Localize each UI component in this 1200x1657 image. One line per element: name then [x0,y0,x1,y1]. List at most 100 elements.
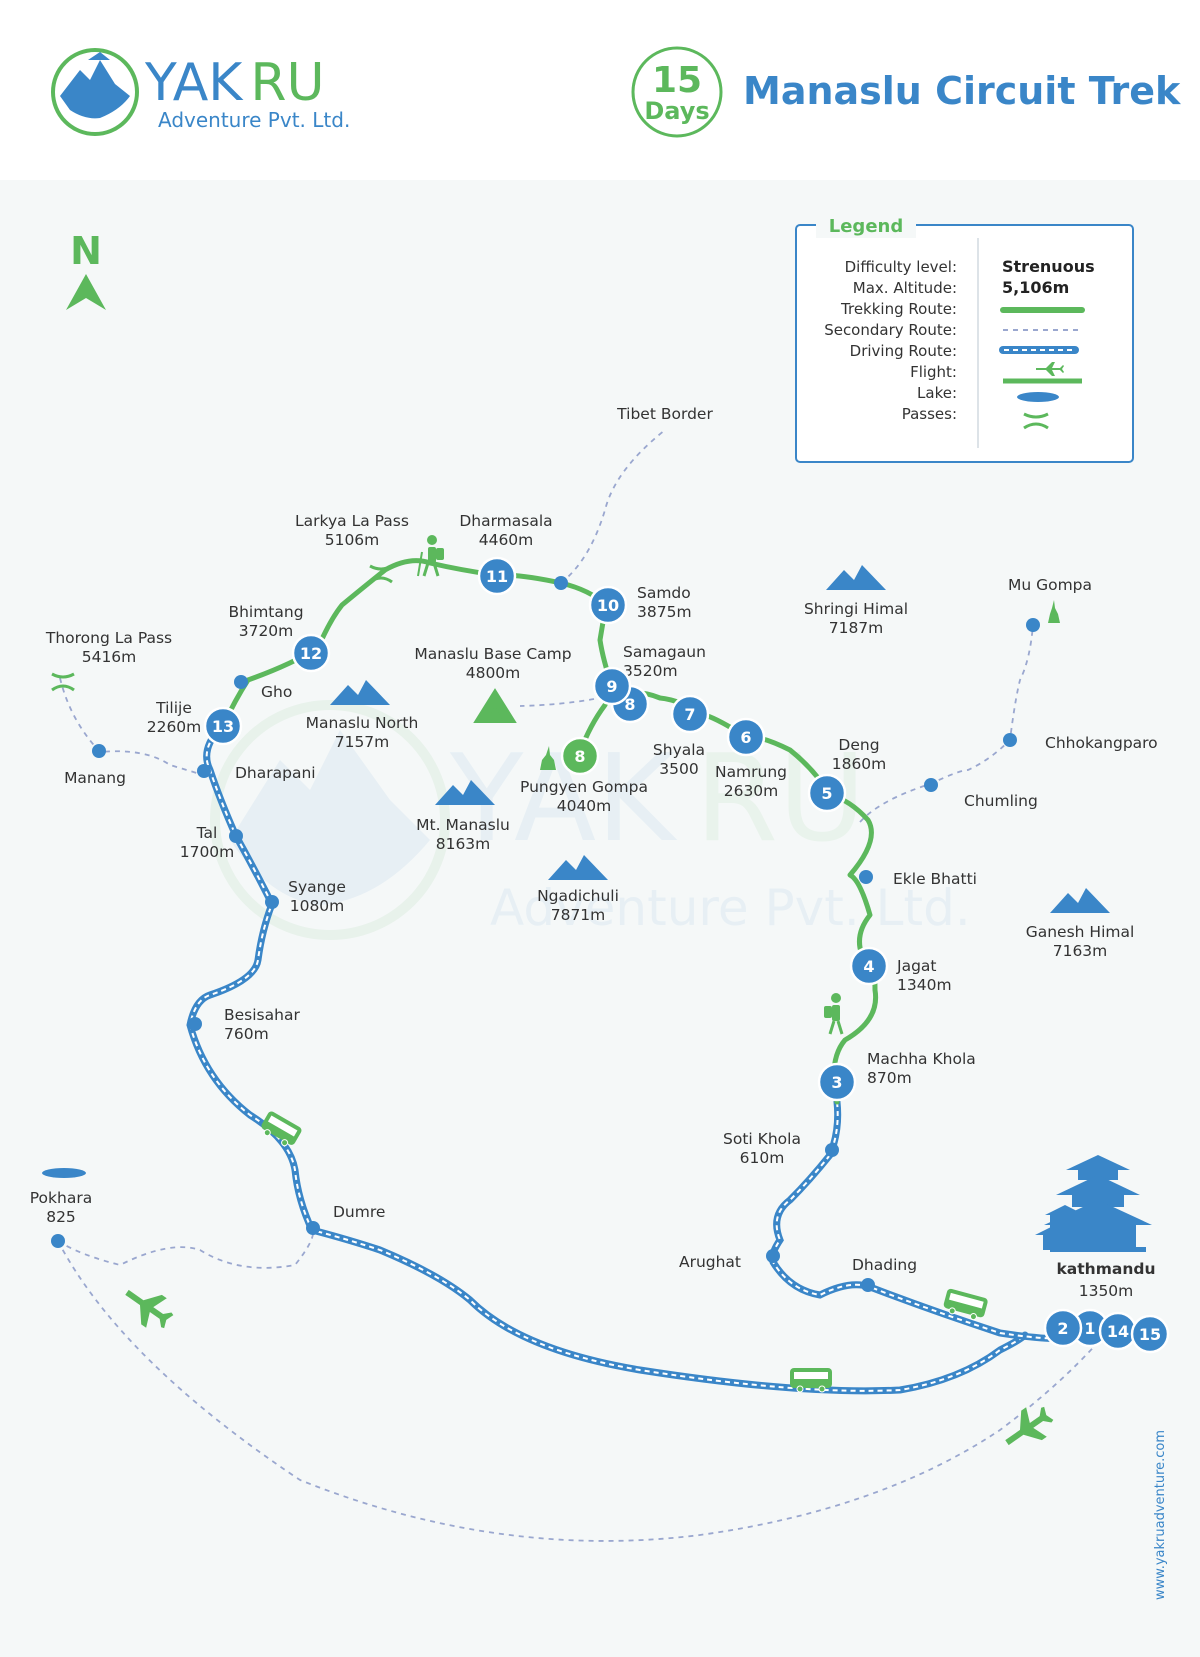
place-bhimtang-altitude: 3720m [239,622,294,640]
legend-value-0: Strenuous [1002,257,1095,276]
dot-pokhara [51,1234,65,1248]
day-marker-number: 11 [486,567,508,586]
days-number: 15 [652,60,702,101]
dot-chhokangparo [1003,733,1017,747]
place-bhimtang-name: Bhimtang [228,603,303,621]
place-manaslunorth-name: Manaslu North [306,714,419,732]
place-samagaun-name: Samagaun [623,643,706,661]
place-shyala-altitude: 3500 [659,760,698,778]
day-marker-number: 15 [1139,1325,1161,1344]
place-mtmanaslu-name: Mt. Manaslu [416,816,510,834]
place-machha-name: Machha Khola [867,1050,976,1068]
day-marker-number: 9 [606,677,617,696]
day-marker-circle [817,1062,857,1102]
day-marker-d5: 5 [807,773,847,813]
place-tal-name: Tal [196,824,218,842]
place-pokhara-altitude: 825 [46,1208,76,1226]
day-marker-d3: 3 [817,1062,857,1102]
place-arughat-name: Arughat [679,1253,741,1271]
legend-key-7: Passes: [902,405,957,423]
place-besisahar-altitude: 760m [224,1025,269,1043]
day-marker-number: 4 [863,957,874,976]
day-marker-circle [291,633,331,673]
day-marker-d10: 10 [588,585,628,625]
place-soti-name: Soti Khola [723,1130,801,1148]
north-letter: N [70,229,102,273]
day-marker-d12: 12 [291,633,331,673]
watermark-mountain-icon [230,730,430,905]
place-mtmanaslu-altitude: 8163m [436,835,491,853]
dot-ekle-bhatti [859,870,873,884]
day-marker-circle [203,706,243,746]
legend-key-2: Trekking Route: [840,300,957,318]
day-marker-circle [1043,1308,1083,1348]
dot-manang [92,744,106,758]
dot-dhading [861,1278,875,1292]
place-shringi-altitude: 7187m [829,619,884,637]
place-pungyen-name: Pungyen Gompa [520,778,648,796]
dot-mu-gompa [1026,618,1040,632]
legend-lake-icon [1017,392,1059,402]
day-marker-circle [670,694,710,734]
mountain-shringi-icon [826,565,886,590]
dot-tal [229,829,243,843]
dot-chumling [924,778,938,792]
legend-title: Legend [829,216,903,237]
day-marker-number: 13 [212,717,234,736]
lake-pokhara-icon [42,1168,86,1178]
place-samagaun-altitude: 3520m [623,662,678,680]
north-arrow-icon [66,274,106,310]
place-larkya-name: Larkya La Pass [295,512,409,530]
place-thorong-altitude: 5416m [82,648,137,666]
waypoint-dots [51,576,1040,1292]
place-tilije-altitude: 2260m [147,718,202,736]
place-deng-name: Deng [838,736,879,754]
bus-dhading-icon [943,1288,988,1321]
page-title: Manaslu Circuit Trek [743,69,1181,113]
dot-dharapani [197,764,211,778]
place-namrung-name: Namrung [715,763,787,781]
dot-gho [234,675,248,689]
place-ganesh-name: Ganesh Himal [1026,923,1135,941]
place-manaslunorth-altitude: 7157m [335,733,390,751]
place-deng-altitude: 1860m [832,755,887,773]
north-compass: N [66,229,106,310]
place-namrung-altitude: 2630m [724,782,779,800]
logo-mountain-icon [60,60,130,119]
place-dumre-name: Dumre [333,1203,385,1221]
day-marker-number: 14 [1107,1322,1129,1341]
legend-key-4: Driving Route: [850,342,957,360]
logo-peak-icon [88,52,110,60]
kathmandu-temple-icon [1035,1155,1152,1252]
legend-key-3: Secondary Route: [824,321,957,339]
place-manaslubc-altitude: 4800m [466,664,521,682]
brand-name-part1: YAK [144,53,244,113]
gompa-mu-icon [1048,600,1060,623]
place-gho-name: Gho [261,683,292,701]
mountain-ngadichuli-icon [548,855,608,880]
place-larkya-altitude: 5106m [325,531,380,549]
place-dhading-name: Dhading [852,1256,917,1274]
dot-dharmasala-junction [554,576,568,590]
place-samdo-name: Samdo [637,584,691,602]
day-marker-circle [560,736,600,776]
day-marker-d7: 7 [670,694,710,734]
legend-key-1: Max. Altitude: [853,279,957,297]
day-marker-circle [592,666,632,706]
legend-box [795,224,1134,463]
mountain-manaslu-north-icon [330,680,390,705]
day-marker-circle [807,773,847,813]
place-shyala-name: Shyala [653,741,705,759]
day-marker-number: 10 [597,596,619,615]
bus-icons [261,1111,988,1393]
plane-pokhara-icon [125,1289,174,1329]
place-kathmandu-name: kathmandu [1057,1260,1156,1278]
day-marker-number: 1 [1084,1319,1095,1338]
place-jagat-name: Jagat [896,957,936,975]
place-shringi-name: Shringi Himal [804,600,908,618]
